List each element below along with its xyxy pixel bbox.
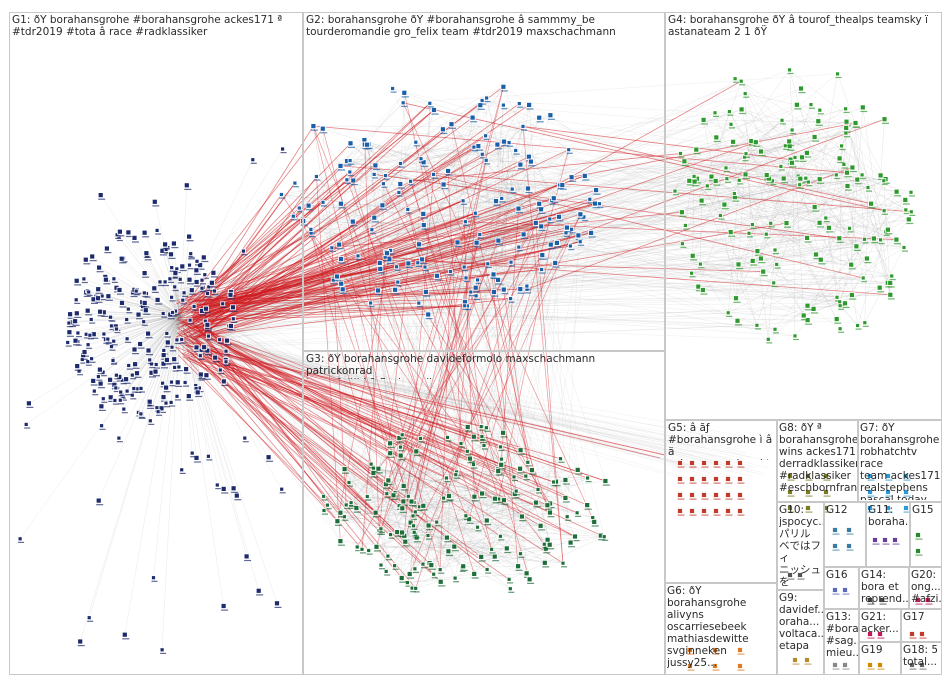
- group-box-g1: [9, 12, 303, 675]
- group-label-g21: G21: acker...: [861, 611, 900, 640]
- group-label-g10: G10: jspocyc... パリル ベではフィ ニッシュを 前にエネ...: [779, 504, 823, 588]
- group-label-g9: G9: davidef... oraha... voltaca... etapa: [779, 592, 823, 673]
- group-label-g5: G5: â ãƒ #borahansgrohe ì â ä ackermann …: [668, 422, 776, 460]
- group-label-g17: G17: [903, 611, 941, 625]
- group-label-g18: G18: 5 total...: [903, 644, 941, 673]
- group-label-g3: G3: ðŸ borahansgrohe davideformolo maxsc…: [306, 353, 662, 379]
- group-label-g11: G11: boraha...: [868, 504, 909, 530]
- group-box-g2: [303, 12, 665, 351]
- group-label-g16: G16: [826, 569, 858, 583]
- group-label-g1: G1: ðŸ borahansgrohe #borahansgrohe acke…: [12, 14, 301, 40]
- group-label-g14: G14: bora et reprend...: [861, 569, 908, 607]
- group-label-g12: G12: [826, 504, 864, 518]
- group-label-g13: G13: #bora #sag... mieu...: [826, 611, 858, 673]
- group-label-g7: G7: ðŸ borahansgrohe robhatchtv race tea…: [860, 422, 941, 500]
- group-label-g20: G20: ong... #afzi...: [911, 569, 941, 607]
- group-label-g19: G19: [861, 644, 900, 658]
- group-label-g2: G2: borahansgrohe ðŸ #borahansgrohe â sa…: [306, 14, 662, 40]
- group-label-g8: G8: ðŸ ª borahansgrohe wins ackes171 der…: [779, 422, 857, 500]
- group-box-g4: [665, 12, 942, 420]
- group-label-g4: G4: borahansgrohe ðŸ â tourof_thealps te…: [668, 14, 940, 40]
- group-box-g3: [303, 351, 665, 675]
- group-label-g15: G15: [912, 504, 941, 518]
- group-label-g6: G6: ðŸ borahansgrohe alivyns oscarrieseb…: [667, 585, 776, 673]
